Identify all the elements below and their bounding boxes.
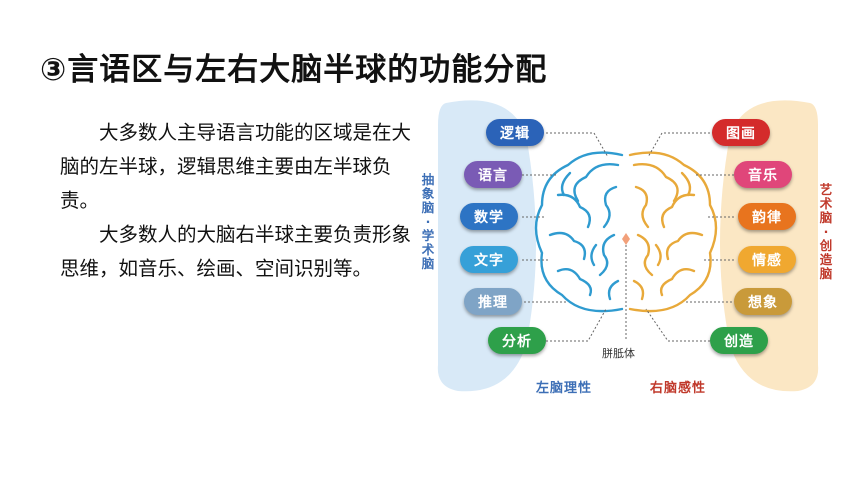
pill-writing: 文字: [460, 246, 518, 273]
callosum-marker: [622, 233, 630, 245]
pill-math: 数学: [460, 203, 518, 230]
pill-music: 音乐: [734, 161, 792, 188]
pill-rhythm: 韵律: [738, 203, 796, 230]
paragraph-left-brain: 大多数人主导语言功能的区域是在大脑的左半球，逻辑思维主要由左半球负责。: [60, 121, 412, 212]
pill-drawing: 图画: [712, 119, 770, 146]
paragraph-right-brain: 大多数人的大脑右半球主要负责形象思维，如音乐、绘画、空间识别等。: [60, 223, 412, 280]
left-side-label: 抽象脑·学术脑: [421, 172, 435, 271]
right-side-label: 艺术脑·创造脑: [819, 182, 833, 281]
pill-language: 语言: [464, 161, 522, 188]
brain-diagram: 逻辑 语言 数学 文字 推理 分析 图画 音乐 韵律 情感 想象 创造 抽象脑·…: [418, 95, 838, 405]
pill-emotion: 情感: [738, 246, 796, 273]
pill-creation: 创造: [710, 327, 768, 354]
pill-analysis: 分析: [488, 327, 546, 354]
left-connectors: [522, 132, 609, 342]
right-hemisphere: [628, 151, 718, 313]
left-brain-caption: 左脑理性: [536, 381, 593, 396]
right-connectors: [645, 132, 734, 342]
slide-title: ③言语区与左右大脑半球的功能分配: [40, 52, 548, 88]
right-brain-caption: 右脑感性: [650, 381, 707, 396]
callosum-label: 胼胝体: [602, 347, 635, 360]
left-hemisphere: [534, 151, 624, 313]
pill-reasoning: 推理: [464, 288, 522, 315]
pill-logic: 逻辑: [486, 119, 544, 146]
pill-imagination: 想象: [734, 288, 792, 315]
